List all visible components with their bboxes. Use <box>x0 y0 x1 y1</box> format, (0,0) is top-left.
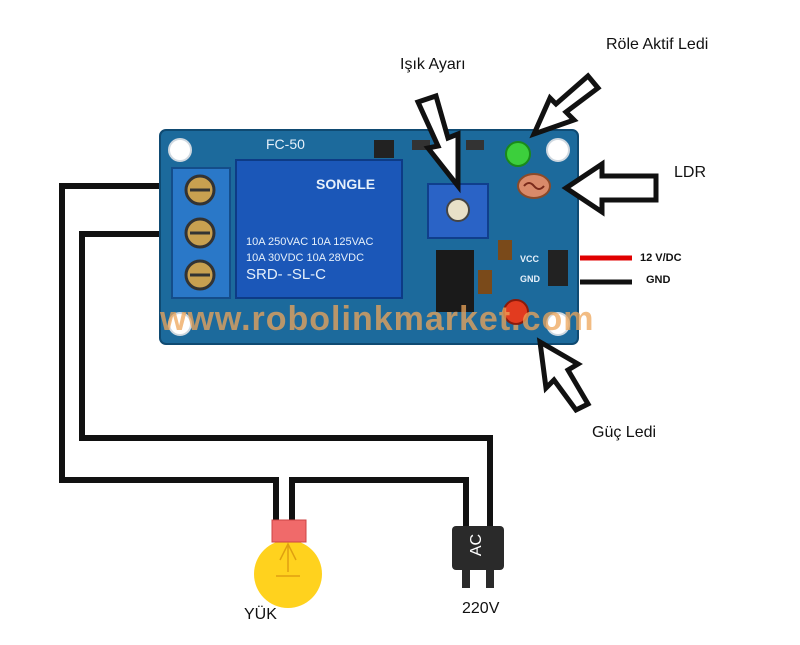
smd-resistor <box>412 140 430 150</box>
potentiometer-knob <box>446 198 470 222</box>
smd-component <box>478 270 492 294</box>
plug-prong <box>486 570 494 588</box>
mount-hole <box>168 312 192 336</box>
label-mains: 220V <box>462 600 500 617</box>
pin-vcc-label: VCC <box>520 254 540 264</box>
load-wires <box>59 183 493 530</box>
relay-brand: SONGLE <box>316 176 376 192</box>
wire-middle-to-plug <box>79 231 493 530</box>
arrow-relay-led <box>529 72 602 139</box>
smd-resistor <box>466 140 484 150</box>
label-power-led: Güç Ledi <box>592 424 657 441</box>
callout-arrows <box>414 72 659 414</box>
power-led <box>503 299 529 325</box>
wire-lamp-to-plug <box>289 477 469 530</box>
label-light-adjust: Işık Ayarı <box>400 56 466 73</box>
label-load: YÜK <box>244 606 277 623</box>
board-model: FC-50 <box>266 136 305 152</box>
plug-prong <box>462 570 470 588</box>
smd-component <box>498 240 512 260</box>
mount-hole <box>546 138 570 162</box>
bulb-cap <box>271 519 307 543</box>
wire-top-to-lamp <box>59 183 279 525</box>
smd-jumper <box>374 140 394 158</box>
label-relay-led: Röle Aktif Ledi <box>606 36 709 53</box>
relay-model: SRD- -SL-C <box>246 266 327 283</box>
relay-module <box>159 129 579 345</box>
relay-rating-1: 10A 250VAC 10A 125VAC <box>246 236 374 248</box>
bulb-glass <box>254 540 322 608</box>
label-gnd: GND <box>646 274 671 286</box>
plug-text: AC <box>468 533 486 557</box>
ac-plug <box>452 526 504 588</box>
label-12v: 12 V/DC <box>640 252 682 264</box>
label-ldr: LDR <box>674 164 707 181</box>
mount-hole <box>168 138 192 162</box>
relay-rating-2: 10A 30VDC 10A 28VDC <box>246 252 365 264</box>
relay-active-led <box>505 141 531 167</box>
arrow-ldr <box>561 159 659 217</box>
arrow-light-adjust <box>414 92 461 194</box>
jumper-header <box>548 250 568 286</box>
watermark: www.robolinkmarket.com <box>160 300 595 338</box>
pin-gnd-label: GND <box>520 274 540 284</box>
ic-chip <box>436 250 474 312</box>
relay <box>235 159 403 299</box>
arrow-power-led <box>536 337 592 414</box>
mount-hole <box>546 312 570 336</box>
plug-body <box>452 526 504 570</box>
lamp <box>254 519 322 608</box>
